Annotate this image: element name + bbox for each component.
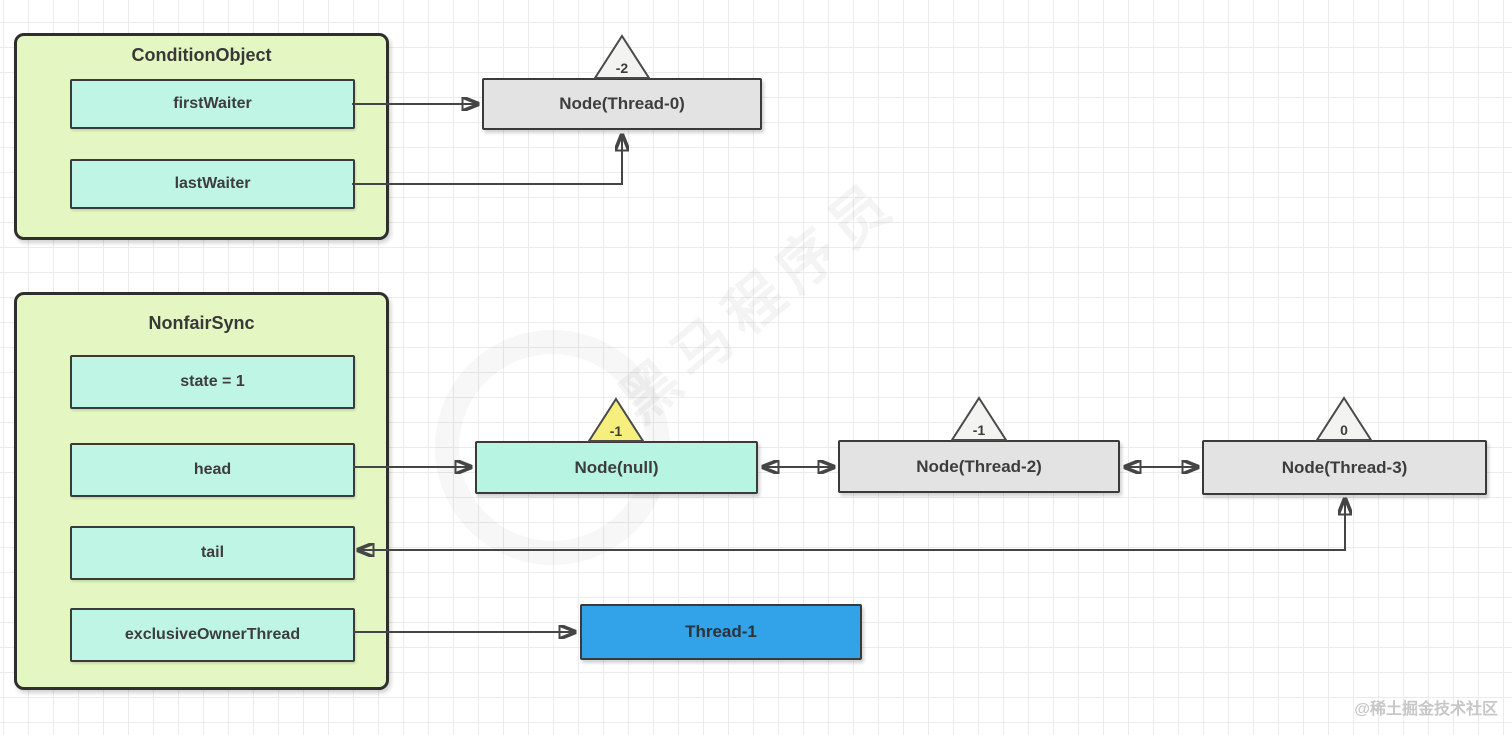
waitstatus-triangle-thread0: -2 [593,34,651,79]
credit-text: @稀土掘金技术社区 [1354,701,1498,718]
triangle-shape [593,34,651,79]
nonfairsync-box: NonfairSync state = 1 head tail exclusiv… [14,292,389,690]
node-thread3-label: Node(Thread-3) [1281,457,1408,477]
waitstatus-triangle-thread2: -1 [950,396,1008,441]
triangle-shape [950,396,1008,441]
nonfairsync-title: NonfairSync [148,313,255,333]
node-null: Node(null) [475,441,758,494]
field-exclusiveownerthread: exclusiveOwnerThread [70,608,355,662]
node-thread0-label: Node(Thread-0) [559,94,685,113]
waitstatus-null-label: -1 [610,423,623,439]
field-firstwaiter-label: firstWaiter [173,95,252,112]
condition-object-title: ConditionObject [131,45,272,65]
waitstatus-thread2-label: -1 [973,422,986,438]
node-thread0: Node(Thread-0) [482,78,762,130]
field-head: head [70,443,355,497]
field-tail-label: tail [200,544,225,561]
field-exclusiveownerthread-label: exclusiveOwnerThread [124,626,301,643]
thread1-box: Thread-1 [580,604,862,660]
field-firstwaiter: firstWaiter [70,79,355,129]
triangle-shape [1315,396,1373,441]
arrow-lastwaiter-to-node-thread0 [352,136,622,185]
waitstatus-thread0-label: -2 [616,60,629,76]
field-state: state = 1 [70,355,355,409]
field-lastwaiter: lastWaiter [70,159,355,209]
node-thread2: Node(Thread-2) [838,440,1120,493]
waitstatus-thread3-label: 0 [1340,422,1348,438]
node-thread2-label: Node(Thread-2) [916,456,1042,476]
node-null-label: Node(null) [574,457,659,477]
field-lastwaiter-label: lastWaiter [174,175,251,192]
field-head-label: head [193,461,232,478]
field-state-label: state = 1 [180,373,245,390]
field-tail: tail [70,526,355,580]
thread1-label: Thread-1 [685,622,757,641]
triangle-shape [587,397,645,442]
waitstatus-triangle-null: -1 [587,397,645,442]
condition-object-box: ConditionObject firstWaiter lastWaiter [14,33,389,240]
node-thread3: Node(Thread-3) [1202,440,1487,495]
waitstatus-triangle-thread3: 0 [1315,396,1373,441]
